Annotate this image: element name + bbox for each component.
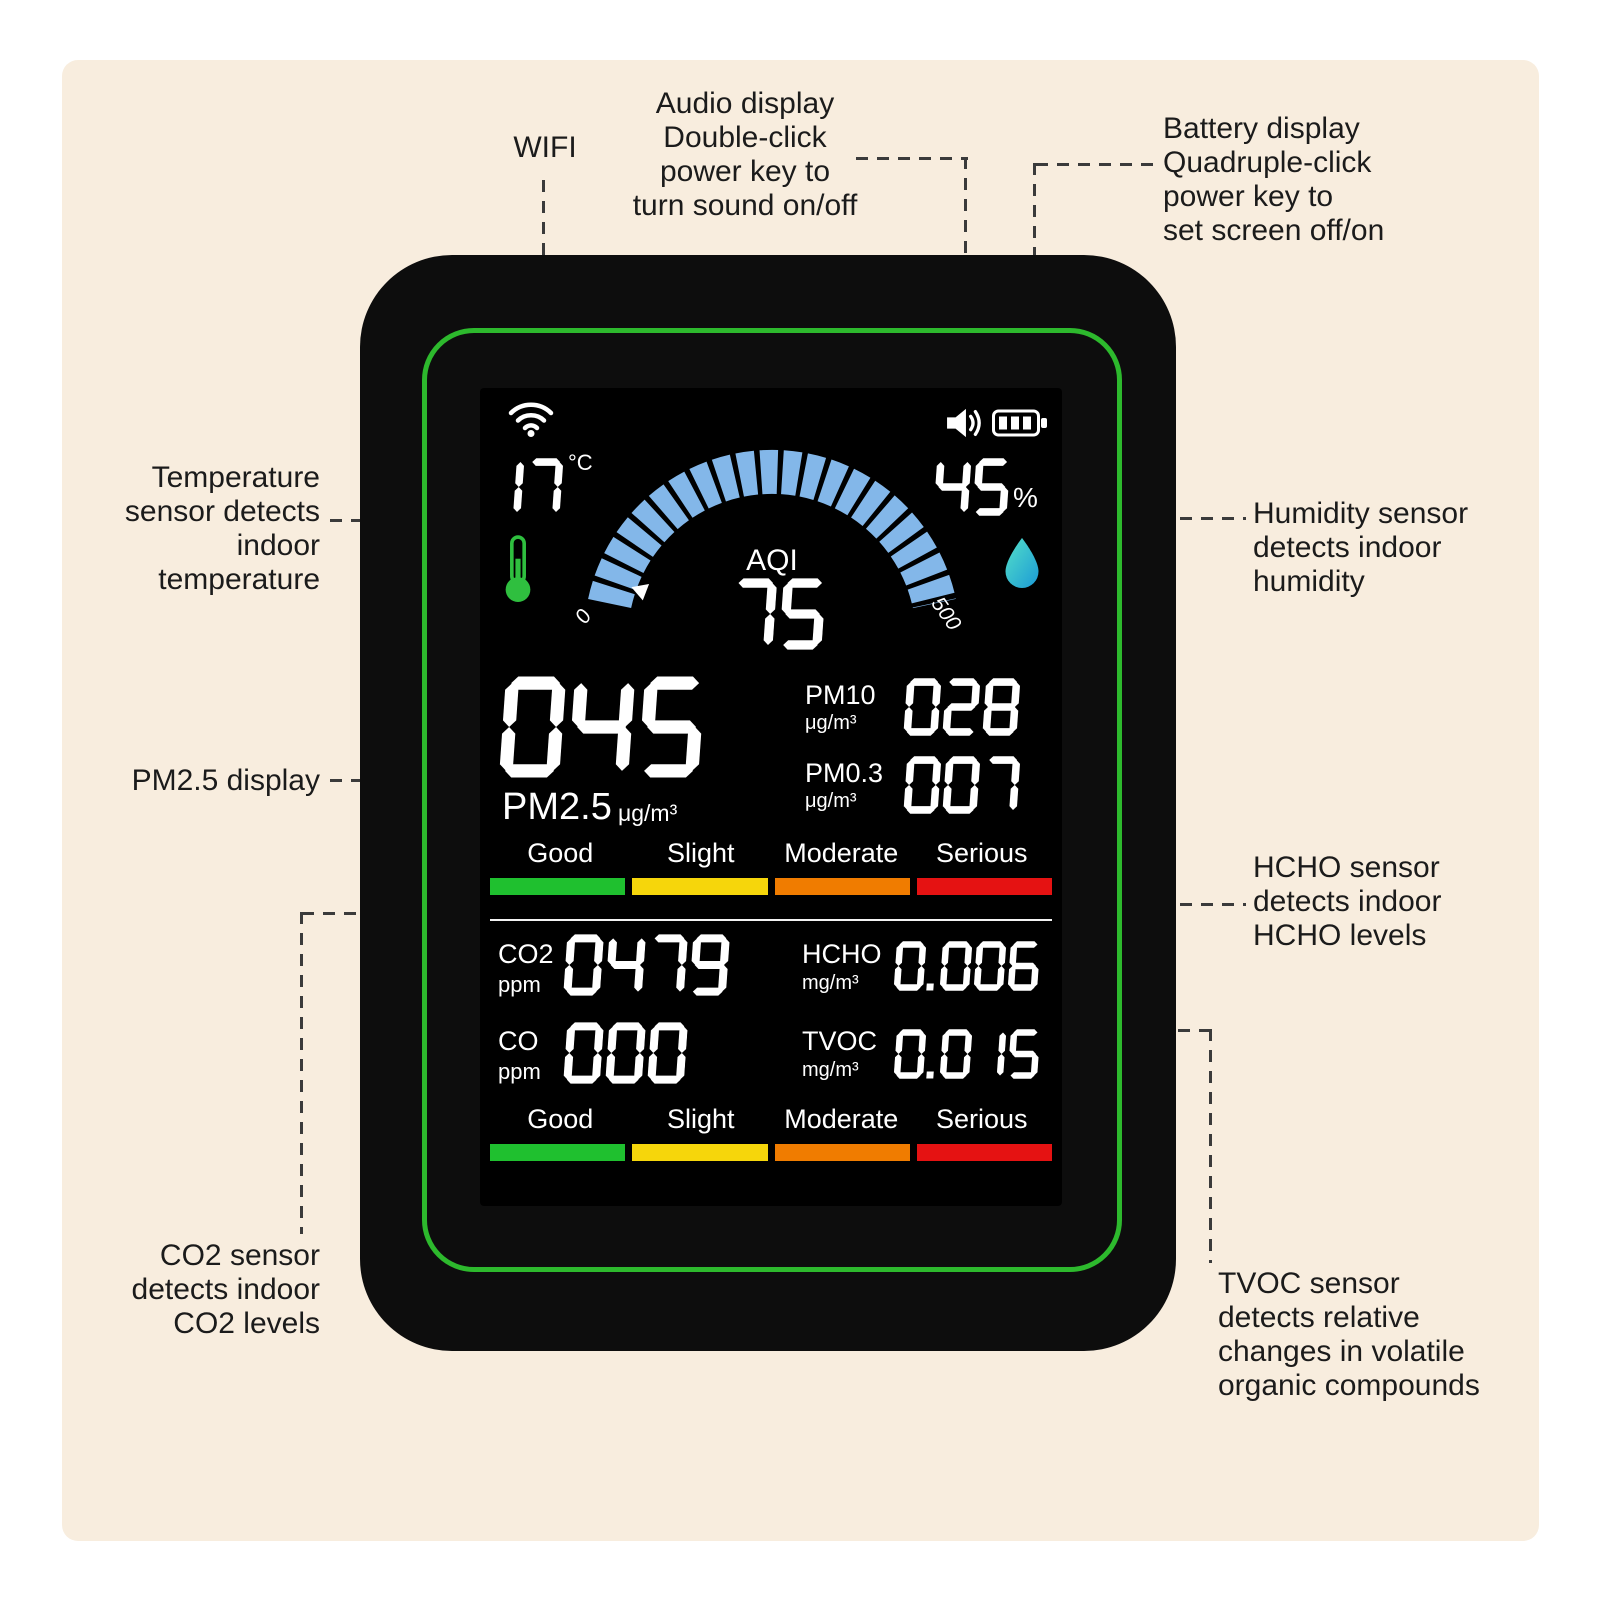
scale-label: Good [527,838,594,868]
wifi-connector-line [542,180,545,256]
hcho-annotation: HCHO sensor detects indoor HCHO levels [1253,851,1442,952]
audio-annotation: Audio display Double-click power key to … [632,87,858,222]
pm03-unit: μg/m³ [805,790,857,812]
battery-connector-line-v [1033,163,1036,256]
pm25-value [498,676,705,778]
scale-segment [774,878,910,895]
device-green-border [422,328,1122,1272]
co2-connector-line-v [300,912,303,1234]
scale-label: Serious [935,838,1028,868]
pm25-connector-line [330,779,362,782]
humidity-connector-line [1180,517,1246,520]
scale-segment [490,878,626,895]
pm10-unit: μg/m³ [805,712,857,734]
pm25-label: PM2.5 [502,786,612,828]
pm10-value [903,678,1021,736]
tvoc-annotation: TVOC sensor detects relative changes in … [1218,1267,1480,1402]
hcho-value [893,941,1040,991]
scale-label: Good [527,1104,594,1134]
humidity-unit: % [1013,482,1038,513]
scale-label: Slight [666,1104,735,1134]
speaker-icon [947,408,981,438]
humidity-annotation: Humidity sensor detects indoor humidity [1253,497,1469,598]
gas-scale-bar: Good Slight Moderate Serious [490,1104,1052,1161]
co2-value [563,934,731,996]
temperature-unit: °C [568,450,593,475]
audio-connector-line-v [964,157,967,256]
co-value [563,1022,689,1084]
audio-connector-line-h [856,157,968,160]
tvoc-value [893,1029,1040,1079]
wifi-icon [508,402,554,437]
tvoc-label: TVOC [802,1026,878,1056]
temperature-connector-line [330,519,362,522]
hcho-label: HCHO [802,939,882,969]
hcho-unit: mg/m³ [802,972,859,994]
scale-segment [632,1144,768,1161]
pm25-annotation: PM2.5 display [131,764,320,797]
hcho-connector-line [1180,903,1246,906]
scale-segment [916,1144,1052,1161]
battery-annotation: Battery display Quadruple-click power ke… [1163,112,1385,247]
pm03-value [903,756,1021,814]
scale-label: Serious [935,1104,1028,1134]
battery-icon [992,409,1047,437]
wifi-annotation: WIFI [513,131,577,164]
co2-unit: ppm [498,972,541,997]
temperature-annotation: Temperature sensor detects indoor temper… [124,461,320,596]
tvoc-connector-line-h [1178,1029,1212,1032]
pm03-label: PM0.3 [805,758,884,788]
scale-label: Moderate [784,838,899,868]
water-drop-icon [1005,538,1039,588]
co2-annotation: CO2 sensor detects indoor CO2 levels [131,1239,320,1340]
scale-segment [490,1144,626,1161]
scale-label: Slight [666,838,735,868]
air-quality-monitor-device: °C 0 500 AQI % [360,255,1176,1351]
co2-connector-line-h [302,912,362,915]
aqi-scale-bar: Good Slight Moderate Serious [490,838,1052,895]
screen-divider [490,919,1052,921]
temperature-value [486,458,564,516]
pm25-unit: μg/m³ [618,800,678,826]
thermometer-icon [505,535,531,602]
scale-segment [632,878,768,895]
co-unit: ppm [498,1059,541,1084]
co-label: CO [498,1026,539,1056]
pm10-label: PM10 [805,680,876,710]
gauge-pointer-icon [631,584,652,602]
humidity-value [933,458,1011,516]
aqi-label: AQI [746,544,798,577]
co2-label: CO2 [498,939,554,969]
device-screen: °C 0 500 AQI % [480,388,1062,1206]
aqi-value [729,578,826,650]
tvoc-connector-line-v [1209,1029,1212,1263]
scale-segment [916,878,1052,895]
aqi-gauge-arc [588,449,956,609]
scale-segment [774,1144,910,1161]
battery-connector-line-h [1036,163,1154,166]
tvoc-unit: mg/m³ [802,1059,859,1081]
scale-label: Moderate [784,1104,899,1134]
